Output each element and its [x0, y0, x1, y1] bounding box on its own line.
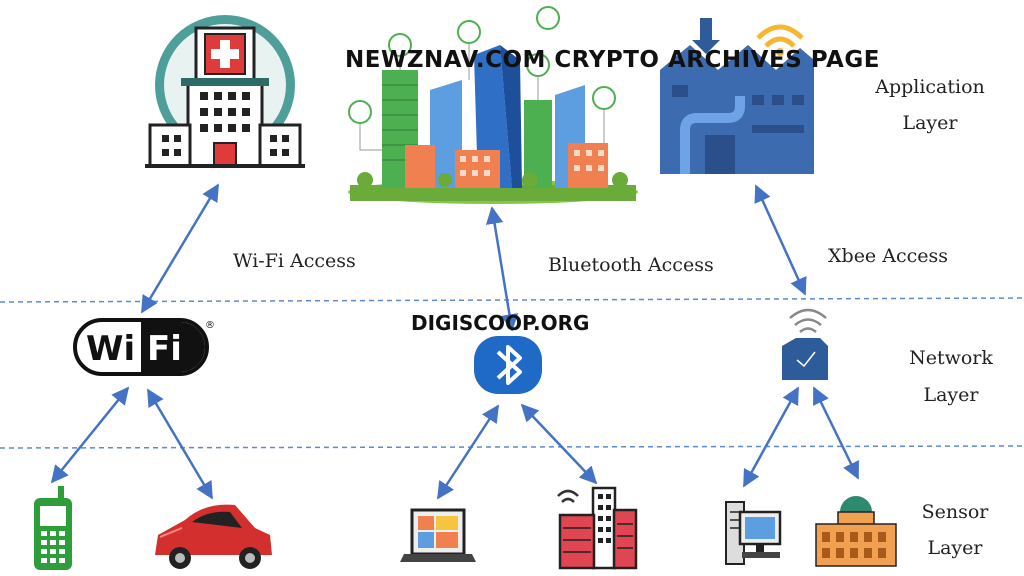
network-layer-label-line1: Network	[909, 347, 993, 369]
top-watermark: NEWZNAV.COM CRYPTO ARCHIVES PAGE	[345, 47, 880, 73]
arrow-wifi-car	[146, 388, 214, 500]
application-layer-label-line2: Layer	[902, 112, 958, 134]
laptop-icon	[400, 508, 476, 562]
xbee-module-icon	[782, 308, 828, 380]
bluetooth-access-label: Bluetooth Access	[548, 254, 714, 276]
desktop-computer-icon	[725, 501, 782, 565]
wifi-logo-left-text: Wi	[86, 329, 135, 369]
arrow-wifi-phone	[50, 386, 130, 484]
car-icon	[155, 504, 272, 569]
wifi-logo-icon: Wi Fi ®	[73, 318, 215, 376]
sensor-layer-label-line2: Layer	[927, 537, 983, 559]
hospital-icon	[145, 15, 305, 168]
arrow-bluetooth-building	[520, 403, 598, 485]
sensor-layer-divider	[0, 445, 1024, 449]
arrow-factory-xbee	[754, 184, 807, 296]
smart-city-icon	[348, 6, 638, 204]
middle-watermark: DIGISCOOP.ORG	[411, 311, 589, 335]
arrow-bluetooth-laptop	[436, 404, 500, 500]
arrow-xbee-desktop	[742, 386, 800, 488]
wifi-access-label: Wi-Fi Access	[233, 250, 356, 272]
wifi-logo-right-text: Fi	[147, 329, 182, 369]
arrow-hospital-wifi	[140, 183, 220, 314]
registered-mark: ®	[205, 320, 215, 331]
mobile-phone-icon	[34, 486, 72, 570]
network-layer-divider	[0, 297, 1024, 303]
bluetooth-icon	[474, 336, 542, 394]
smart-building-icon	[557, 486, 638, 570]
application-layer-label-line1: Application	[874, 76, 985, 98]
arrow-xbee-building	[812, 386, 860, 480]
building-icon	[815, 496, 897, 567]
factory-icon	[660, 18, 814, 174]
sensor-layer-label-line1: Sensor	[922, 501, 990, 523]
network-layer-label-line2: Layer	[923, 384, 979, 406]
xbee-access-label: Xbee Access	[828, 245, 948, 267]
arrow-city-bluetooth	[485, 206, 519, 332]
